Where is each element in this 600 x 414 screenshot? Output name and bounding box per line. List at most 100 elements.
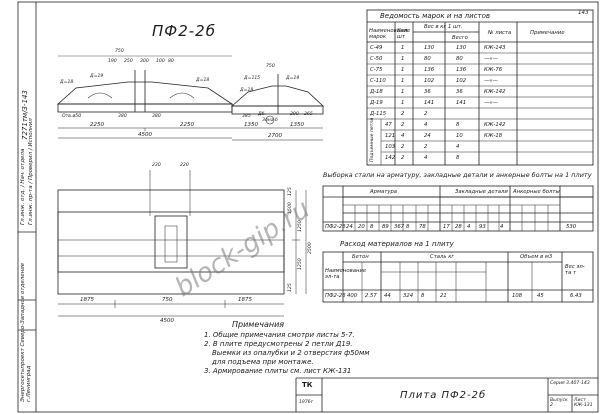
materials-value-cell: 45	[537, 293, 544, 299]
label-zone: Зона б	[262, 118, 278, 123]
marks-cell: 1	[401, 67, 405, 73]
marks-cell: 1	[401, 56, 405, 62]
marks-cell: С-110	[370, 78, 386, 84]
bottom-title: Плита ПФ2-2б	[400, 390, 487, 401]
steel-value-cell: 4	[500, 224, 504, 230]
materials-value-cell: 8	[421, 293, 425, 299]
dim-right-385: 385	[242, 114, 251, 119]
dim-left-80: 80	[168, 59, 174, 64]
marks-cell: 8	[456, 122, 460, 128]
marks-cell: 2	[401, 144, 405, 150]
steel-sub-embedded: Закладные детали	[455, 189, 508, 195]
stamp-tk: ТК	[302, 381, 313, 389]
marks-cell: С-50	[370, 56, 383, 62]
marks-cell: С-75	[370, 67, 383, 73]
dim-right-1350b: 1350	[290, 122, 304, 128]
label-d19: Д=19	[90, 74, 104, 79]
marks-cell: 36	[456, 89, 463, 95]
label-hole: Отв.ø50	[62, 114, 82, 119]
marks-cell: 121	[385, 133, 396, 139]
steel-table-title: Выборка стали на арматуру, закладные дет…	[323, 171, 592, 179]
dim-plan-1250b: 1250	[298, 258, 303, 270]
marks-cell: 2	[401, 111, 405, 117]
side-stamp-line3: Гл.инж. отд. / Нач. отдела	[20, 148, 26, 225]
steel-sub-rebar: Арматура	[370, 189, 398, 195]
label-right-d115: Д=115	[244, 76, 261, 81]
dim-right-1350a: 1350	[244, 122, 258, 128]
materials-value-cell: 21	[440, 293, 447, 299]
dim-plan-220: 220	[180, 163, 189, 168]
steel-value-cell: 78	[419, 224, 426, 230]
stamp-issue: Выпуск 2	[550, 398, 568, 408]
marks-cell: Д-115	[370, 111, 387, 117]
marks-cell: КЖ-143	[484, 45, 506, 51]
steel-value-cell: 24	[346, 224, 353, 230]
dim-right-750: 750	[266, 64, 275, 69]
steel-value-cell: 20	[358, 224, 365, 230]
drawing-title: ПФ2-2б	[152, 22, 216, 40]
marks-group-label: Подъемные петли	[370, 117, 375, 162]
marks-cell: 130	[424, 45, 435, 51]
marks-cell: 4	[401, 133, 405, 139]
marks-cell: —«—	[484, 56, 498, 62]
note-2: 2. В плите предусмотрены 2 петли Д19.	[204, 340, 353, 348]
note-1: 1. Общие примечания смотри листы 5-7.	[204, 331, 355, 339]
dim-left-250: 250	[124, 59, 133, 64]
steel-value-cell: 28	[455, 224, 462, 230]
marks-cell: 2	[424, 111, 428, 117]
dim-plan-125b: 125	[288, 283, 293, 292]
steel-value-cell: 8	[370, 224, 374, 230]
dim-left-380b: 380	[152, 114, 161, 119]
marks-cell: С-49	[370, 45, 383, 51]
marks-cell: 103	[385, 144, 396, 150]
materials-value-cell: 2.57	[365, 293, 377, 299]
marks-cell: Д-18	[370, 89, 383, 95]
mat-header-concrete: Бетон	[352, 254, 369, 260]
steel-value-cell: 93	[479, 224, 486, 230]
materials-value-cell: 6.43	[570, 293, 582, 299]
mat-row-label: ПФ2-2б	[325, 293, 346, 299]
dim-plan-230: 230	[152, 163, 161, 168]
note-4: для подъема при монтаже.	[212, 358, 314, 366]
marks-cell: 141	[456, 100, 467, 106]
marks-cell: 24	[424, 133, 431, 139]
marks-cell: 8	[456, 155, 460, 161]
marks-cell: 36	[424, 89, 431, 95]
dim-plan-2500: 2500	[308, 242, 313, 254]
side-stamp-line2: г.Ленинград	[26, 365, 32, 402]
stamp-year: 1976г	[299, 400, 314, 405]
marks-cell: 130	[456, 45, 467, 51]
mat-header-volume: Объем в м3	[520, 254, 553, 260]
dim-left-190: 190	[108, 59, 117, 64]
label-d18b: Д=18	[196, 78, 210, 83]
marks-cell: 2	[424, 144, 428, 150]
label-right-d19: Д=19	[286, 76, 300, 81]
dim-left-100: 100	[156, 59, 165, 64]
marks-cell: 102	[456, 78, 467, 84]
dim-left-2250a: 2250	[90, 122, 104, 128]
dim-plan-4500: 4500	[160, 318, 174, 324]
marks-cell: 1	[401, 89, 405, 95]
marks-header-qty: Кол. шт	[397, 28, 410, 40]
dim-plan-125a: 125	[288, 187, 293, 196]
marks-cell: 2	[401, 155, 405, 161]
materials-table-title: Расход материалов на 1 плиту	[340, 240, 454, 248]
marks-cell: 1	[401, 78, 405, 84]
label-right-d18: Д=18	[240, 88, 254, 93]
marks-cell: 47	[385, 122, 392, 128]
mat-header-steel: Сталь кг	[430, 254, 455, 260]
steel-value-cell: 89	[382, 224, 389, 230]
marks-cell: 80	[424, 56, 431, 62]
dim-left-750: 750	[115, 49, 124, 54]
steel-value-cell: 367	[394, 224, 405, 230]
materials-value-cell: 400	[347, 293, 358, 299]
marks-cell: 4	[424, 155, 428, 161]
dim-left-380a: 380	[118, 114, 127, 119]
dim-right-265: 265	[304, 112, 313, 117]
marks-cell: 142	[385, 155, 396, 161]
marks-cell: —«—	[484, 100, 498, 106]
steel-row-label: ПФ2-2б	[325, 224, 346, 230]
marks-cell: 4	[424, 122, 428, 128]
